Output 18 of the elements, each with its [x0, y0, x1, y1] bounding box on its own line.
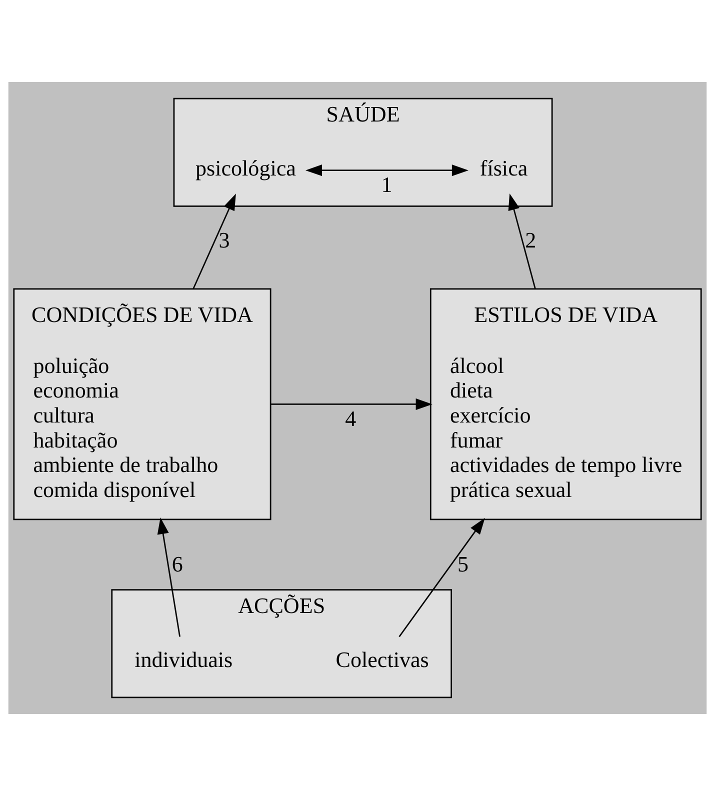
node-box: ESTILOS DE VIDA álcool dieta exercício fumar actividades de tempo livre prática sexual: [430, 288, 702, 520]
arrow: [398, 518, 485, 638]
edge-label: 4: [345, 406, 356, 432]
edge-label: 6: [172, 552, 183, 577]
arrow: [157, 517, 180, 637]
arrow: [192, 194, 236, 289]
node-text: Colectivas: [336, 646, 429, 672]
edge-label: 5: [458, 552, 469, 577]
node-text: individuais: [134, 646, 233, 672]
node-text: física: [480, 156, 528, 181]
edge-label: 1: [381, 172, 392, 198]
arrow: [508, 193, 536, 289]
node-text: psicológica: [195, 156, 296, 181]
edge-label: 3: [218, 227, 230, 252]
arrow: [305, 164, 468, 176]
edge-label: 2: [525, 227, 536, 252]
node-box: CONDIÇÕES DE VIDA poluição economia cultura habitação ambiente de trabalho comida disponível: [13, 288, 272, 520]
arrow: [271, 398, 432, 410]
